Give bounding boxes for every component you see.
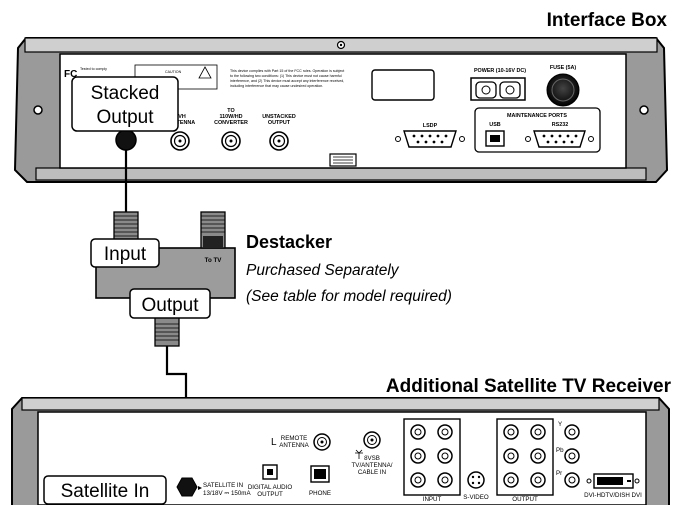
warning-icon [198,66,212,79]
svg-text:interference, and (2) This dev: interference, and (2) This device must a… [230,79,344,83]
remote-label-1: REMOTE [281,435,307,442]
converter-label-1: TO [227,108,234,114]
to-tv-label: To TV [205,257,223,264]
svg-text:to the following two condition: to the following two conditions: (1) Thi… [230,74,342,78]
interface-box-title: Interface Box [547,10,668,31]
vsb-antenna-port [363,431,381,449]
destacker-input-callout: Input [90,238,160,268]
usb-port [485,130,505,147]
digital-audio-label-2: OUTPUT [257,491,283,498]
power-connector [470,77,526,101]
caution-text: CAUTION [165,70,182,74]
remote-antenna-port [313,433,331,451]
satellite-in-port [176,477,198,497]
unstacked-label-2: OUTPUT [268,120,291,126]
svideo-port [467,471,485,489]
output-jacks [503,424,546,488]
fcc-logo: FC [64,69,77,80]
maintenance-ports-label: MAINTENANCE PORTS [507,113,567,119]
stacked-output-callout: Stacked Output [71,76,179,132]
digital-audio-label-1: DIGITAL AUDIO [248,484,293,491]
vsb-label-1: 8VSB [364,455,380,462]
converter-label-3: CONVERTER [214,120,248,126]
power-label: POWER (10-16V DC) [474,68,526,74]
remote-label-2: ANTENNA [279,442,309,449]
vsb-label-3: CABLE IN [358,469,386,476]
destacker-output-callout: Output [129,288,211,319]
lsdp-port [395,130,465,148]
pr-label: Pr [556,470,562,477]
dvi-label: DVI-HDTV/DISH DVI [584,492,642,499]
receiver-panel: L REMOTE ANTENNA 8VSB TV/ANTENNA/ CABLE … [11,397,670,505]
rs232-port [525,130,594,148]
screw-icon [33,105,43,115]
antenna-icon [355,449,363,459]
vh-label: VH [178,114,186,120]
usb-label: USB [489,122,500,128]
vh-antenna-port [170,131,190,151]
converter-port [221,131,241,151]
screw-icon [639,105,649,115]
input-label: Input [104,244,147,265]
output-jacks-label: OUTPUT [512,496,538,503]
dvi-port [586,473,640,489]
stacked-label-line1: Stacked [91,83,160,104]
pb-label: Pb [556,447,564,454]
satellite-in-text-1: SATELLITE IN [203,482,243,489]
vh-label-2: ANTENNA [169,120,195,126]
component-jacks [564,424,580,488]
plug-connector [329,153,357,167]
interface-box-panel: FC Tested to comply CAUTION This device … [13,37,669,183]
destacker-title: Destacker [246,232,332,252]
rs232-label: RS232 [552,122,568,128]
destacker-device: To TV [95,211,236,347]
unstacked-label-1: UNSTACKED [262,114,296,120]
fcc-notice: This device complies with Part 15 of the… [230,69,344,88]
lsdp-label: LSDP [423,123,438,129]
svideo-label: S-VIDEO [463,494,489,501]
remote-l-label: L [271,437,277,448]
phone-label: PHONE [309,490,331,497]
destacker-subtitle-2: (See table for model required) [246,288,452,305]
destacker-subtitle-1: Purchased Separately [246,262,400,279]
stacked-label-line2: Output [96,107,154,128]
converter-label-2: 110W/HD [219,114,242,120]
satellite-in-label: Satellite In [61,481,150,502]
fuse-label: FUSE (5A) [550,65,577,71]
vsb-label-2: TV/ANTENNA/ [352,462,393,469]
svg-text:This device complies with Part: This device complies with Part 15 of the… [230,69,344,73]
satellite-in-callout: Satellite In [43,475,167,505]
label-plate [371,69,435,101]
stacked-output-port [115,129,137,151]
satellite-in-text-2: 13/18V ⎓ 150mA [203,490,251,497]
y-label: Y [558,421,562,428]
output-label: Output [141,295,199,316]
svg-text:including interference that ma: including interference that may cause un… [230,84,323,88]
receiver-title: Additional Satellite TV Receiver [386,376,672,397]
input-jacks-label: INPUT [423,496,442,503]
input-jacks [410,424,453,488]
fc-text: Tested to comply [80,67,107,71]
unstacked-output-port [269,131,289,151]
